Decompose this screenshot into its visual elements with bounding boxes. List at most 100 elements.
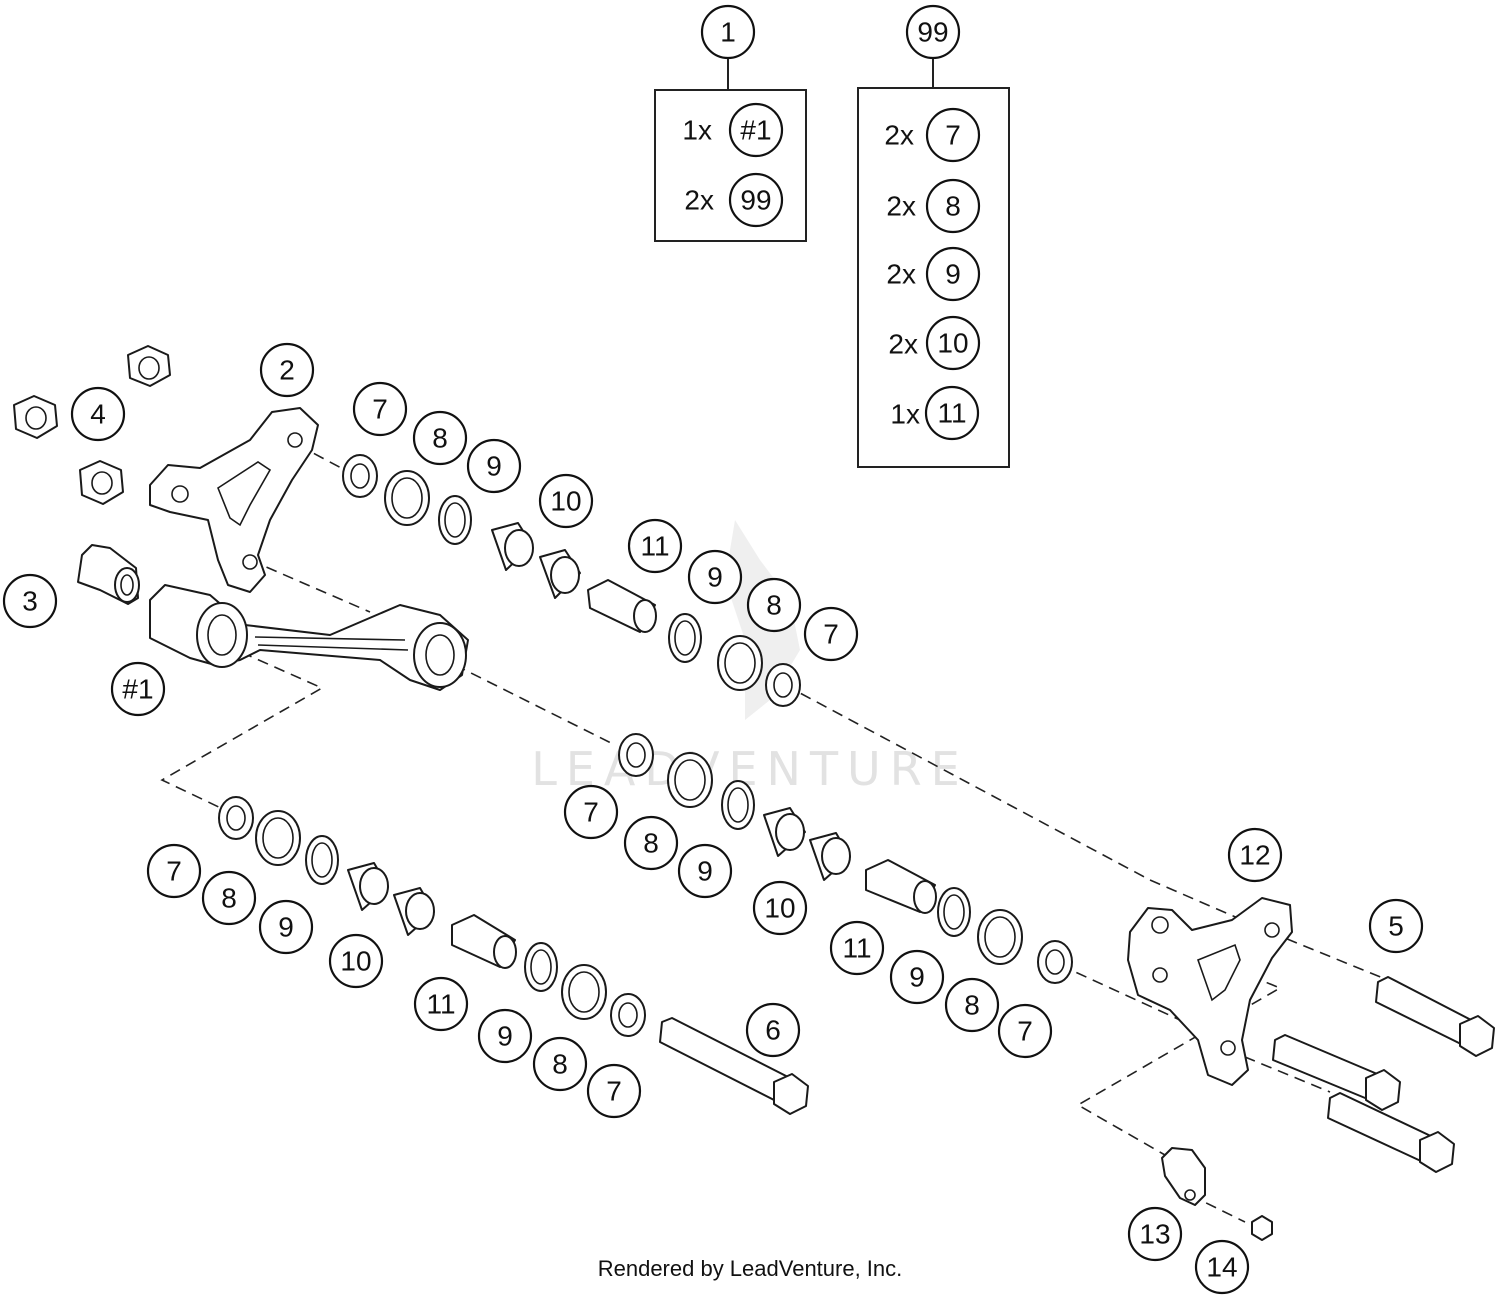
nut-part xyxy=(13,395,58,439)
callout-7[interactable]: 7 xyxy=(352,381,408,437)
svg-text:3: 3 xyxy=(22,586,38,617)
upper-bearing-stack xyxy=(342,454,801,707)
connecting-rod-part xyxy=(149,584,469,691)
callouts: 1 99 2 4 3 #1 7 8 9 10 11 9 8 7 7 8 9 10… xyxy=(2,4,1424,1295)
svg-text:8: 8 xyxy=(643,828,659,859)
bolt-part xyxy=(1327,1092,1455,1173)
svg-text:9: 9 xyxy=(486,451,502,482)
svg-text:10: 10 xyxy=(550,486,581,517)
svg-text:10: 10 xyxy=(340,946,371,977)
qty-label: 1x xyxy=(890,399,920,430)
small-bracket-part xyxy=(1161,1147,1206,1206)
svg-text:9: 9 xyxy=(707,562,723,593)
part-number: 7 xyxy=(945,120,961,151)
svg-text:1: 1 xyxy=(720,17,736,48)
part-number: 99 xyxy=(740,185,771,216)
svg-text:8: 8 xyxy=(432,423,448,454)
svg-text:6: 6 xyxy=(765,1015,781,1046)
nut-part xyxy=(79,460,124,505)
flanged-bushing-part xyxy=(77,544,140,605)
callout-2[interactable]: 2 xyxy=(259,342,315,398)
svg-text:2: 2 xyxy=(279,355,295,386)
screw-part xyxy=(1251,1215,1273,1241)
callout-9[interactable]: 9 xyxy=(687,549,743,605)
qty-label: 2x xyxy=(684,185,714,216)
linkage-bracket-part xyxy=(149,407,319,593)
svg-text:7: 7 xyxy=(823,619,839,650)
bolt-part xyxy=(1375,976,1495,1057)
svg-text:13: 13 xyxy=(1139,1219,1170,1250)
callout-9[interactable]: 9 xyxy=(889,949,945,1005)
callout-8[interactable]: 8 xyxy=(412,410,468,466)
callout-11[interactable]: 11 xyxy=(829,920,885,976)
callout-9[interactable]: 9 xyxy=(477,1008,533,1064)
svg-text:7: 7 xyxy=(1017,1016,1033,1047)
svg-text:4: 4 xyxy=(90,399,106,430)
qty-label: 1x xyxy=(682,115,712,146)
kit-99-box: 2x 7 2x 8 2x 9 2x 10 1x 11 xyxy=(857,58,1010,468)
callout-7[interactable]: 7 xyxy=(997,1003,1053,1059)
frame-bracket-part xyxy=(1127,897,1293,1086)
svg-text:14: 14 xyxy=(1206,1252,1237,1283)
callout-3[interactable]: 3 xyxy=(2,573,58,629)
callout-7[interactable]: 7 xyxy=(586,1063,642,1119)
svg-text:99: 99 xyxy=(917,17,948,48)
callout-4[interactable]: 4 xyxy=(70,386,126,442)
callout-10[interactable]: 10 xyxy=(328,933,384,989)
svg-text:7: 7 xyxy=(606,1076,622,1107)
svg-text:7: 7 xyxy=(372,394,388,425)
middle-bearing-stack xyxy=(618,733,1073,984)
svg-text:7: 7 xyxy=(166,856,182,887)
svg-text:5: 5 xyxy=(1388,911,1404,942)
callout-13[interactable]: 13 xyxy=(1127,1206,1183,1262)
callout-8[interactable]: 8 xyxy=(623,815,679,871)
svg-text:#1: #1 xyxy=(122,674,153,705)
bolt-part xyxy=(659,1017,809,1115)
callout-7[interactable]: 7 xyxy=(146,843,202,899)
callout-8[interactable]: 8 xyxy=(746,577,802,633)
bolt-part xyxy=(1272,1034,1401,1111)
callout-10[interactable]: 10 xyxy=(538,473,594,529)
part-number: #1 xyxy=(740,115,771,146)
callout-9[interactable]: 9 xyxy=(677,843,733,899)
callout-9[interactable]: 9 xyxy=(466,438,522,494)
svg-text:7: 7 xyxy=(583,797,599,828)
qty-label: 2x xyxy=(886,259,916,290)
callout-11[interactable]: 11 xyxy=(413,976,469,1032)
callout-hash-1[interactable]: #1 xyxy=(110,661,166,717)
callout-6[interactable]: 6 xyxy=(745,1002,801,1058)
callout-8[interactable]: 8 xyxy=(944,977,1000,1033)
footer-credit: Rendered by LeadVenture, Inc. xyxy=(598,1256,903,1281)
callout-7[interactable]: 7 xyxy=(803,606,859,662)
callout-12[interactable]: 12 xyxy=(1227,827,1283,883)
callout-11[interactable]: 11 xyxy=(627,518,683,574)
callout-9[interactable]: 9 xyxy=(258,899,314,955)
callout-7[interactable]: 7 xyxy=(563,784,619,840)
parts xyxy=(13,345,1495,1241)
kit-1-box: 1x #1 2x 99 xyxy=(654,58,807,242)
callout-8[interactable]: 8 xyxy=(532,1036,588,1092)
callout-99[interactable]: 99 xyxy=(905,4,961,60)
nut-part xyxy=(127,345,171,387)
svg-text:9: 9 xyxy=(497,1021,513,1052)
part-number: 10 xyxy=(937,328,968,359)
callout-14[interactable]: 14 xyxy=(1194,1239,1250,1295)
svg-text:11: 11 xyxy=(640,531,669,562)
svg-text:8: 8 xyxy=(221,883,237,914)
svg-text:8: 8 xyxy=(964,990,980,1021)
part-number: 9 xyxy=(945,259,961,290)
svg-text:8: 8 xyxy=(766,590,782,621)
lower-bearing-stack xyxy=(218,796,646,1037)
svg-text:8: 8 xyxy=(552,1049,568,1080)
part-number: 8 xyxy=(945,191,961,222)
qty-label: 2x xyxy=(888,329,918,360)
callout-8[interactable]: 8 xyxy=(201,870,257,926)
svg-text:10: 10 xyxy=(764,893,795,924)
svg-text:9: 9 xyxy=(278,912,294,943)
callout-5[interactable]: 5 xyxy=(1368,898,1424,954)
callout-1[interactable]: 1 xyxy=(700,4,756,60)
callout-10[interactable]: 10 xyxy=(752,880,808,936)
qty-label: 2x xyxy=(886,191,916,222)
svg-text:11: 11 xyxy=(426,989,455,1020)
